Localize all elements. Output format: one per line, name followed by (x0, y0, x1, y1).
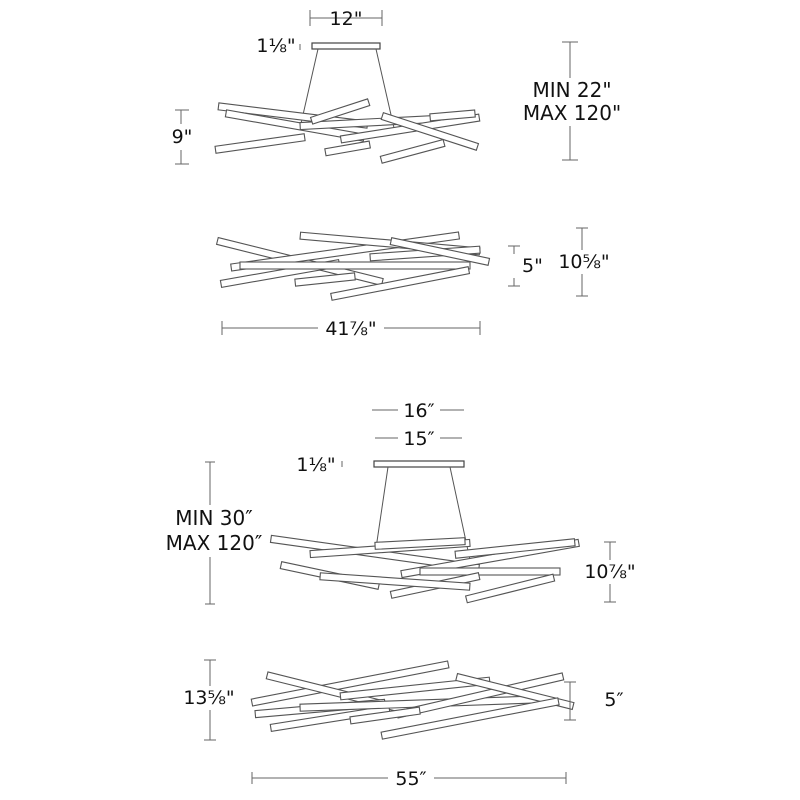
light-bar (269, 705, 391, 732)
length-label: 55″ (395, 768, 426, 790)
label-mask (398, 398, 440, 420)
overall-height-max-label: MAX 120" (523, 101, 621, 125)
bar-cluster (214, 98, 481, 164)
canopy (373, 460, 465, 468)
light-bar (374, 537, 466, 550)
length-label: 41⅞" (325, 318, 376, 340)
light-bar (330, 266, 471, 301)
light-bar (214, 133, 306, 154)
profile-height-a-label: 13⅝" (183, 687, 234, 709)
canopy-width-outer-label: 16″ (403, 400, 434, 422)
bar-cluster (250, 660, 575, 740)
light-bar (419, 567, 561, 576)
profile-height-a-label: 5" (522, 255, 543, 277)
body-height-label: 10⅞" (584, 561, 635, 583)
canopy-width-label: 12" (330, 8, 363, 30)
body-height-label: 9" (172, 126, 193, 148)
light-bar (239, 261, 471, 270)
label-mask (398, 426, 440, 448)
light-bar (324, 140, 371, 157)
label-mask (176, 686, 242, 710)
light-bar (389, 237, 491, 266)
overall-height-max-label: MAX 120″ (166, 531, 263, 555)
label-mask (318, 316, 384, 340)
light-bar (339, 676, 491, 701)
label-mask (508, 254, 548, 278)
light-bar (250, 660, 450, 707)
label-mask (582, 560, 638, 584)
light-bar (309, 98, 371, 125)
canopy-height-label: 1⅛" (296, 454, 335, 476)
label-mask (520, 78, 630, 126)
bar-cluster (215, 231, 491, 301)
fixture-1-plan: 5" 10⅝" 41⅞" (215, 227, 614, 340)
label-mask (158, 505, 268, 557)
label-mask (168, 124, 196, 150)
light-bar (294, 272, 356, 287)
canopy-height-label: 1⅛" (256, 35, 295, 57)
light-bar (380, 112, 480, 151)
label-mask (596, 688, 634, 712)
fixture-2-plan: 13⅝" 5″ 55″ (176, 659, 634, 790)
light-bar (429, 109, 476, 122)
light-bar (454, 538, 576, 559)
overall-height-min-label: MIN 30″ (175, 506, 252, 530)
profile-height-b-label: 10⅝" (558, 251, 609, 273)
overall-height-min-label: MIN 22" (532, 78, 611, 102)
label-mask (388, 766, 434, 790)
bar-cluster (269, 534, 580, 604)
fixture-1-elevation: 12" 1⅛" 9" MIN 22" (168, 8, 630, 165)
light-bar (380, 697, 560, 740)
light-bar (349, 706, 421, 725)
label-mask (556, 250, 614, 274)
fixture-2-elevation: 16″ 15″ 1⅛" MIN 30″ MAX 120″ (158, 398, 638, 605)
canopy-width-inner-label: 15″ (403, 428, 434, 450)
light-bar (464, 573, 556, 604)
profile-height-b-label: 5″ (604, 689, 623, 711)
suspension-cord (374, 466, 389, 556)
light-bar (319, 572, 471, 591)
light-bar (379, 138, 446, 164)
canopy (311, 42, 381, 50)
